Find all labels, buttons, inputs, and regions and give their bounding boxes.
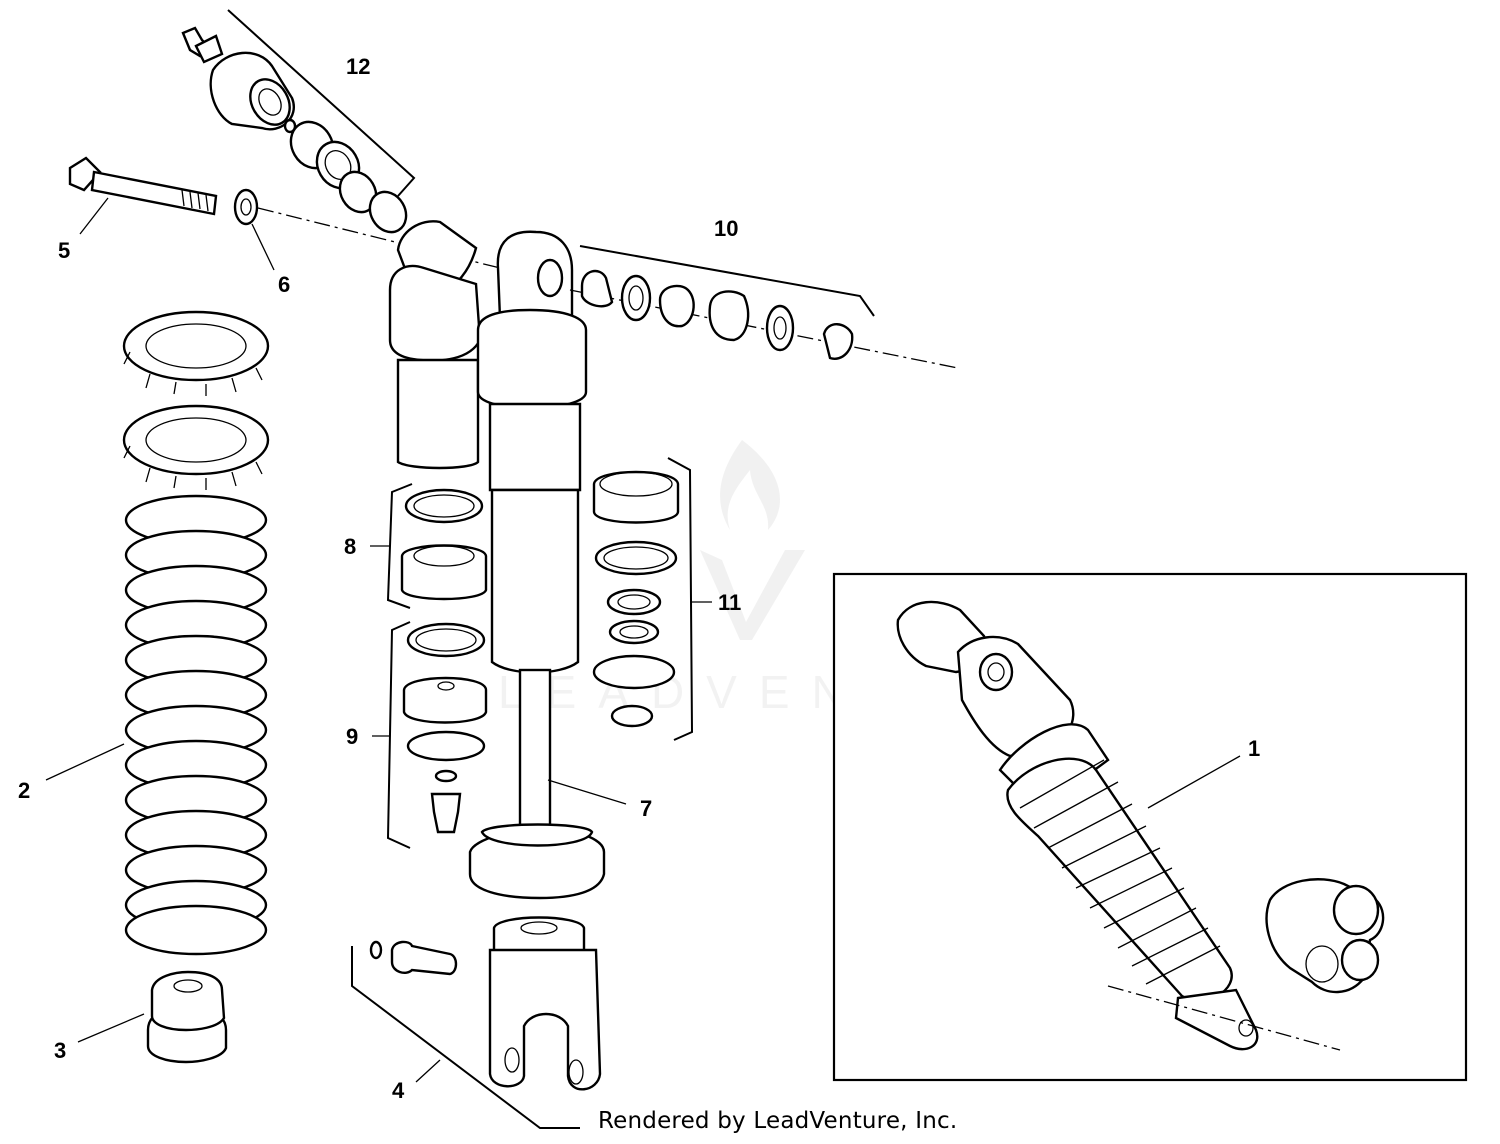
- footer-credit: Rendered by LeadVenture, Inc.: [598, 1108, 958, 1134]
- part-11-seal-head-set: [592, 457, 694, 741]
- callout-10: 10: [714, 216, 738, 241]
- part-5-bolt: [68, 156, 218, 216]
- callout-5: 5: [58, 238, 70, 263]
- part-6-washer: [233, 188, 259, 226]
- callout-labels: 1 2 3 4 5 6 7 8 9 10 11 12: [18, 54, 1260, 1103]
- part-1-shock-assembly: [896, 600, 1385, 1051]
- callout-4: 4: [392, 1078, 405, 1103]
- inset-assembled-view: [832, 572, 1468, 1082]
- part-8-seal-set: [386, 483, 488, 609]
- callout-9: 9: [346, 724, 358, 749]
- part-9-piston-set: [386, 621, 488, 849]
- callout-12: 12: [346, 54, 370, 79]
- shock-reservoir: [388, 220, 482, 470]
- flame-logo-icon: [720, 440, 781, 530]
- part-10-bushing-set: [579, 245, 875, 360]
- part-2-spring-and-nuts: [122, 310, 270, 956]
- callout-6: 6: [278, 272, 290, 297]
- callout-1: 1: [1248, 736, 1260, 761]
- shock-main-body: [468, 230, 606, 900]
- callout-11: 11: [718, 590, 741, 615]
- part-3-bump-stop: [146, 970, 228, 1064]
- part-4-clevis: [351, 916, 602, 1129]
- part-12-reservoir-cap-group: [181, 9, 416, 234]
- callout-3: 3: [54, 1038, 66, 1063]
- callout-2: 2: [18, 778, 30, 803]
- callout-8: 8: [344, 534, 356, 559]
- callout-7: 7: [640, 796, 652, 821]
- coil-spring: [124, 494, 268, 956]
- leader-lines: [45, 197, 1241, 1083]
- v-logo-icon: [700, 550, 805, 640]
